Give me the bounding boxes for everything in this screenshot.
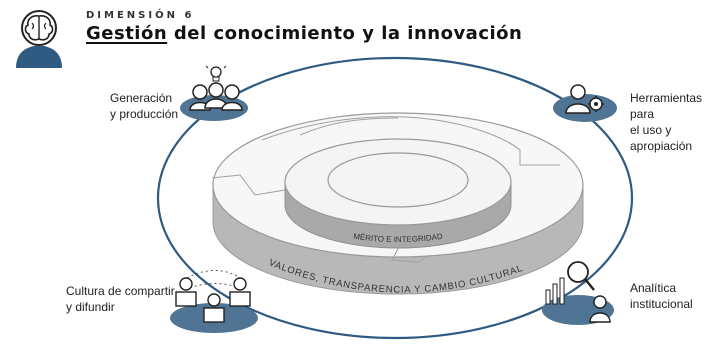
spiral-line-bottom: [391, 244, 431, 263]
people-lightbulb-icon: [180, 65, 248, 121]
cycle-ring: [156, 56, 634, 340]
dimension-eyebrow: DIMENSIÓN 6: [86, 10, 195, 21]
page-title: Gestión del conocimiento y la innovación: [86, 23, 522, 44]
spiral-line-top: [261, 116, 560, 166]
node-label-cultura: Cultura de compartir y difundir: [66, 284, 175, 314]
magnifier-chart-icon: [542, 261, 614, 325]
people-reading-icon: [170, 270, 258, 333]
title-underlined-word: Gestión: [86, 23, 168, 44]
spiral-line-inner: [299, 117, 399, 136]
inner-ring-label: MÉRITO E INTEGRIDAD: [353, 232, 444, 244]
brain-head-icon: [16, 10, 62, 68]
title-rest: del conocimiento y la innovación: [167, 23, 523, 44]
inner-disc-top: [284, 138, 512, 226]
node-label-generacion: Generación y producción: [110, 91, 179, 121]
spiral-line-left: [211, 174, 286, 196]
node-label-herramientas: Herramientas para el uso y apropiación: [630, 91, 703, 153]
node-label-analitica: Analítica institucional: [630, 281, 693, 311]
person-gear-icon: [553, 84, 617, 122]
center-ellipse: [327, 152, 469, 208]
